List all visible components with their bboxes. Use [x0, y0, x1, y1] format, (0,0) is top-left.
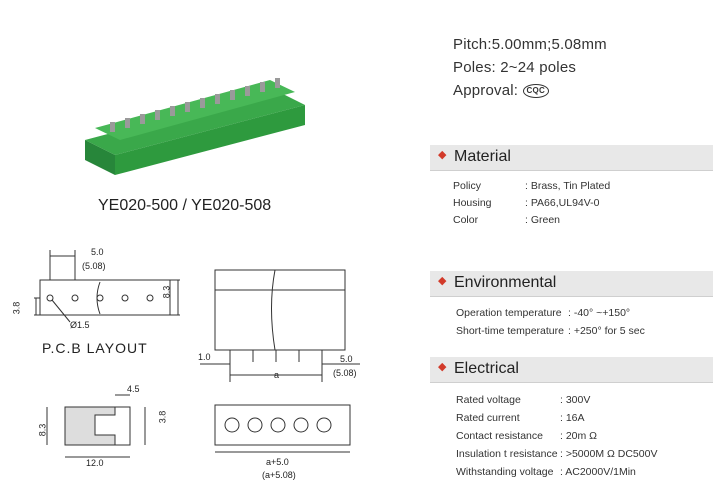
diamond-icon: ◆ — [438, 275, 447, 287]
approval-label: Approval: — [453, 82, 519, 99]
pcb-pitch-alt: (5.08) — [82, 261, 106, 271]
pcb-hole: Ø1.5 — [70, 320, 90, 330]
approval-spec: Approval: CQC — [453, 82, 549, 99]
model-number: YE020-500 / YE020-508 — [98, 197, 272, 214]
front-view-drawing — [200, 269, 360, 382]
pcb-layout-title: P.C.B LAYOUT — [42, 340, 148, 356]
pcb-height: 8.3 — [161, 285, 172, 299]
poles-spec: Poles: 2~24 poles — [453, 59, 577, 76]
electrical-title: Electrical — [454, 360, 519, 377]
side-bottom: 12.0 — [86, 458, 104, 468]
pitch-spec: Pitch:5.00mm;5.08mm — [453, 36, 607, 53]
pcb-offset: 3.8 — [11, 301, 22, 315]
side-top: 4.5 — [127, 384, 140, 394]
side-left: 8.3 — [37, 423, 48, 437]
diamond-icon: ◆ — [438, 361, 447, 373]
front-pitch-alt: (5.08) — [333, 368, 357, 378]
material-title: Material — [454, 148, 511, 165]
cqc-mark-icon: CQC — [522, 84, 549, 99]
screw-terminals — [110, 78, 280, 132]
environmental-header: ◆ Environmental — [430, 271, 713, 297]
diamond-icon: ◆ — [438, 149, 447, 161]
electrical-header: ◆ Electrical — [430, 357, 713, 383]
top-width-alt: (a+5.08) — [262, 470, 296, 480]
front-left-offset: 1.0 — [198, 352, 211, 362]
top-width: a+5.0 — [266, 457, 289, 467]
side-right: 3.8 — [157, 410, 168, 424]
front-pitch: 5.0 — [340, 354, 353, 364]
pcb-pitch: 5.0 — [91, 247, 104, 257]
environmental-title: Environmental — [454, 274, 557, 291]
top-view-drawing — [214, 404, 351, 453]
side-view-drawing — [46, 394, 146, 458]
pcb-layout-drawing — [34, 250, 180, 323]
material-header: ◆ Material — [430, 145, 713, 171]
front-a: a — [274, 370, 280, 380]
connector-image — [85, 78, 305, 175]
